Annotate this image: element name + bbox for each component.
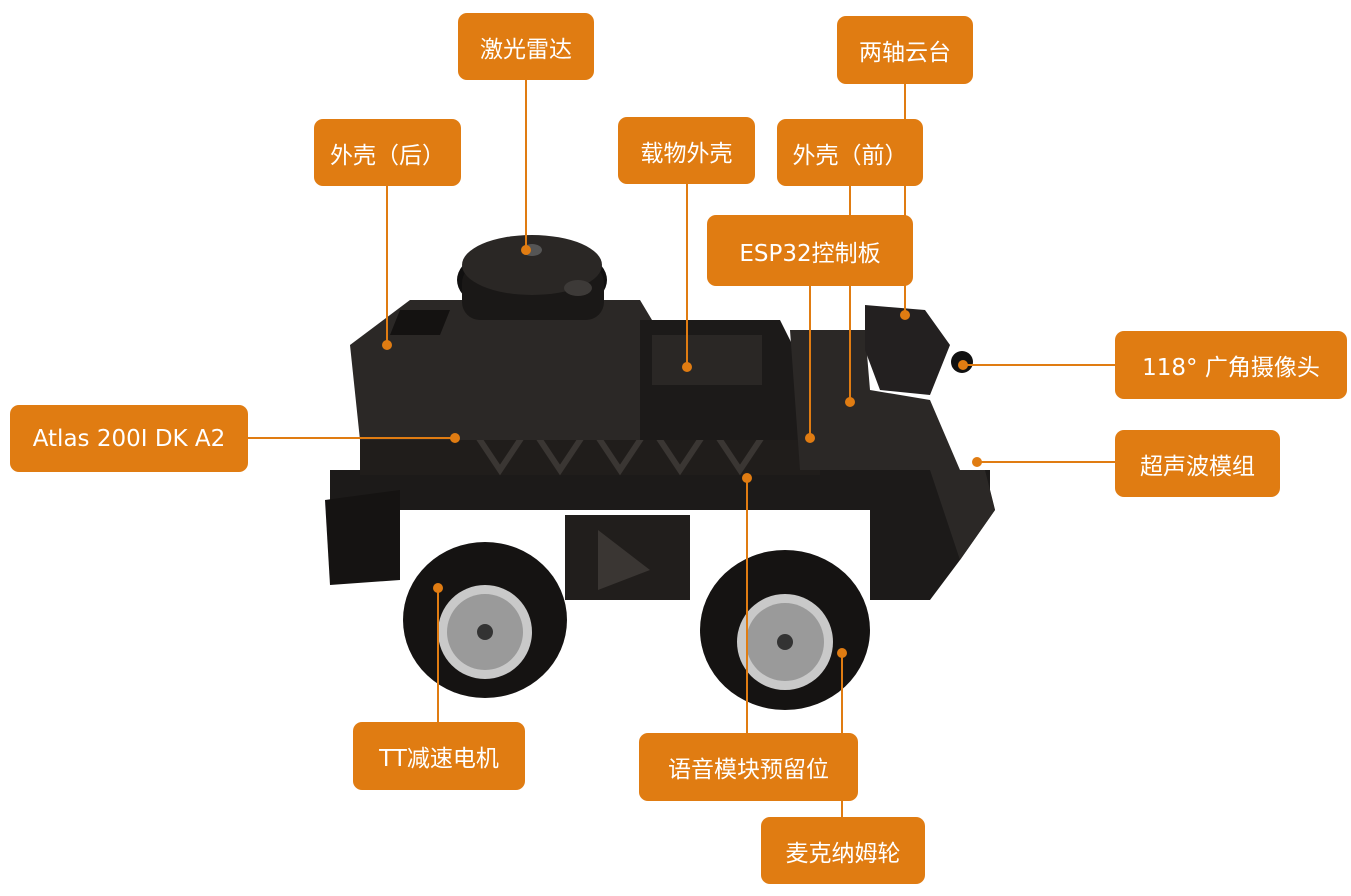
robot-body [325,235,995,600]
label-shell-front: 外壳（前） [777,119,923,186]
label-atlas: Atlas 200I DK A2 [10,405,248,472]
leader-dots [382,245,982,658]
label-voice: 语音模块预留位 [639,733,858,801]
label-shell-rear: 外壳（后） [314,119,461,186]
label-lidar: 激光雷达 [458,13,594,80]
label-cargo-shell: 载物外壳 [618,117,755,184]
label-esp32: ESP32控制板 [707,215,913,286]
label-camera: 118° 广角摄像头 [1115,331,1347,399]
label-gimbal: 两轴云台 [837,16,973,84]
wheel-front-left [700,550,870,710]
label-motor: TT减速电机 [353,722,525,790]
wheel-rear-left [403,542,567,698]
label-mecanum: 麦克纳姆轮 [761,817,925,884]
label-ultrasonic: 超声波模组 [1115,430,1280,497]
